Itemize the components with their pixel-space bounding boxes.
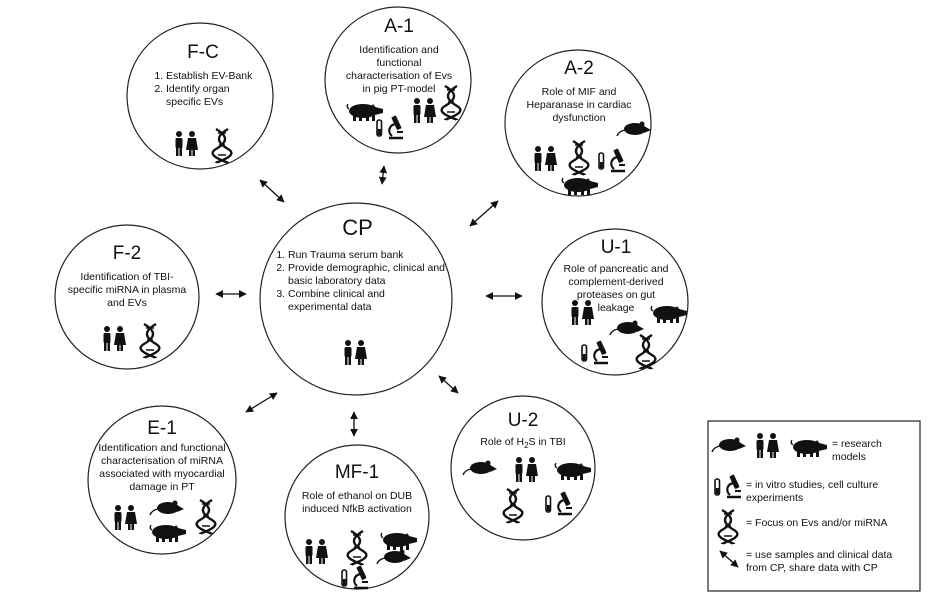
node-fc: F-C Establish EV-Bank Identify organ spe…	[148, 42, 258, 109]
node-u1: U-1 Role of pancreatic and complement-de…	[560, 237, 672, 315]
arrow-cp-fc	[259, 179, 285, 203]
node-u2: U-2 Role of H2S in TBI	[473, 410, 573, 452]
node-circle-e1	[87, 405, 237, 555]
cp-item-list: Run Trauma serum bank Provide demographi…	[270, 249, 445, 314]
arrow-cp-a1	[378, 165, 388, 185]
node-f2: F-2 Identification of TBI-specific miRNA…	[67, 243, 187, 310]
node-a2: A-2 Role of MIF and Heparanase in cardia…	[524, 58, 634, 125]
node-description: Identification of TBI-specific miRNA in …	[67, 271, 187, 309]
node-description: Identification and functional characteri…	[345, 44, 453, 95]
list-item: Combine clinical and experimental data	[288, 288, 445, 314]
node-title: A-1	[384, 16, 414, 37]
node-mf1: MF-1 Role of ethanol on DUB induced NfkB…	[297, 462, 417, 516]
node-title: MF-1	[334, 462, 380, 483]
arrow-cp-e1	[245, 392, 278, 413]
fc-item-list: Establish EV-Bank Identify organ specifi…	[148, 70, 258, 109]
node-description: Role of H2S in TBI	[473, 436, 573, 452]
node-description: Role of pancreatic and complement-derive…	[563, 263, 669, 314]
node-title: CP	[342, 215, 373, 240]
node-circle-cp	[259, 202, 453, 396]
list-item: Provide demographic, clinical and basic …	[288, 262, 445, 288]
desc-text: Role of H	[480, 436, 525, 448]
node-circle-fc	[126, 22, 274, 170]
list-item: Establish EV-Bank	[166, 70, 258, 83]
node-title: A-2	[564, 58, 594, 79]
node-title: F-C	[187, 42, 219, 63]
node-title: F-2	[112, 243, 142, 264]
arrow-cp-a2	[469, 200, 499, 227]
arrow-cp-u2	[438, 375, 459, 394]
node-description: Role of ethanol on DUB induced NfkB acti…	[301, 490, 413, 515]
legend-focus-text: = Focus on Evs and/or miRNA	[746, 517, 888, 529]
node-title: U-1	[600, 237, 632, 258]
node-description: Role of MIF and Heparanase in cardiac dy…	[526, 86, 632, 124]
legend-share-text: = use samples and clinical data from CP,…	[746, 549, 893, 574]
legend-invitro-text: = in vitro studies, cell culture experim…	[746, 479, 879, 504]
node-description: Identification and functional characteri…	[98, 442, 226, 493]
list-item: Run Trauma serum bank	[288, 249, 445, 262]
node-cp: CP Run Trauma serum bank Provide demogra…	[270, 215, 445, 314]
list-item: Identify organ specific EVs	[166, 83, 258, 109]
node-title: U-2	[507, 410, 539, 431]
desc-text: S in TBI	[528, 436, 566, 448]
node-e1: E-1 Identification and functional charac…	[95, 418, 229, 494]
legend-models-text: = research models	[832, 438, 882, 463]
share-arrow-icon	[719, 550, 739, 568]
node-title: E-1	[147, 418, 177, 439]
desc-subscript: 2	[524, 441, 529, 451]
node-a1: A-1 Identification and functional charac…	[343, 16, 455, 96]
node-circle-f2	[54, 224, 200, 370]
node-circle-u1	[541, 228, 689, 376]
